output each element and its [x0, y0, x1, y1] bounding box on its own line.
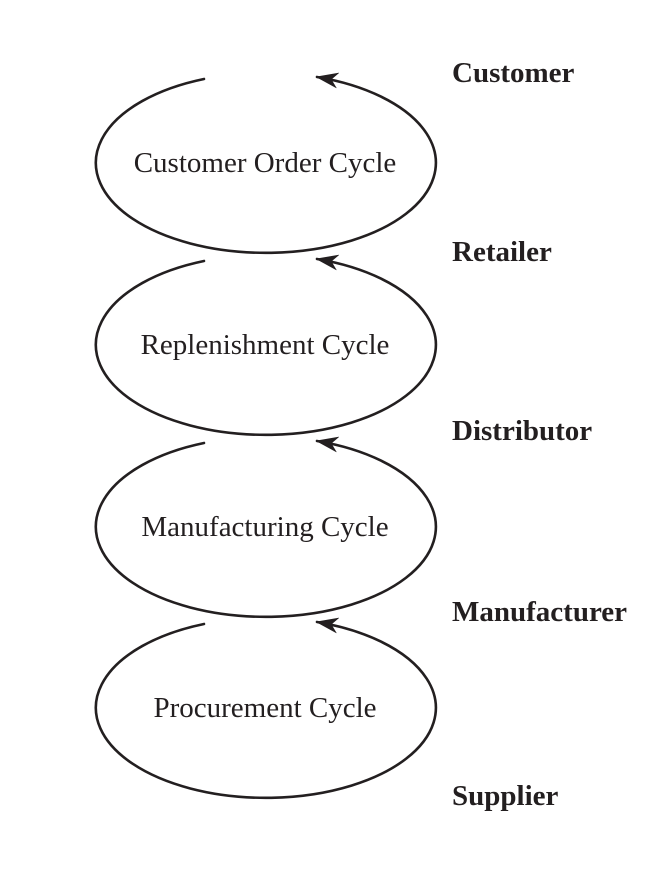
- cycle-label-replenishment: Replenishment Cycle: [140, 329, 390, 361]
- cycle-label-procurement: Procurement Cycle: [153, 692, 377, 724]
- cycle-label-manufacturing: Manufacturing Cycle: [141, 511, 389, 543]
- cycle-loop-manufacturing: [94, 441, 438, 619]
- cycle-loop-procurement: [94, 622, 438, 800]
- cycle-loop-replenishment: [94, 259, 438, 437]
- stage-label-manufacturer: Manufacturer: [452, 596, 628, 628]
- stage-label-customer: Customer: [452, 57, 575, 89]
- cycle-loop-customer-order: [94, 77, 438, 255]
- stage-label-retailer: Retailer: [452, 236, 552, 268]
- stage-label-supplier: Supplier: [452, 780, 559, 812]
- cycle-label-customer-order: Customer Order Cycle: [133, 147, 397, 179]
- stage-label-distributor: Distributor: [452, 415, 593, 447]
